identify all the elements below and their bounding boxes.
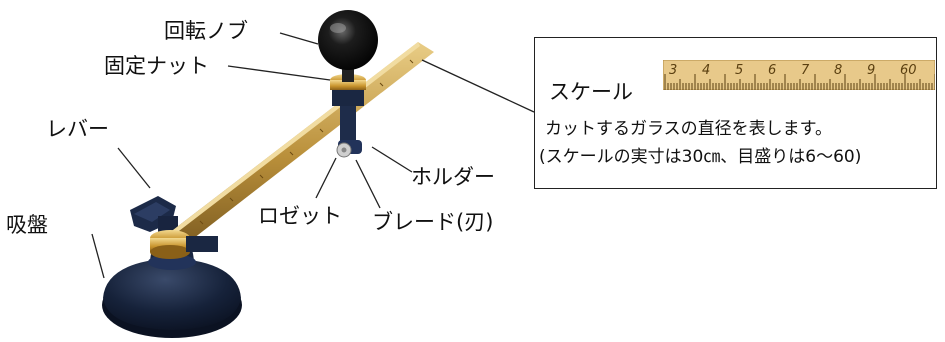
label-fixing-nut: 固定ナット [104,54,209,78]
lever [130,196,178,236]
leader-lines [91,32,535,279]
label-rosette: ロゼット [258,204,342,228]
ruler-number: 5 [735,63,743,78]
ruler-number: 60 [900,63,917,78]
rotary-knob [318,10,378,82]
ruler-number: 6 [768,63,776,78]
base-collar [150,230,218,259]
ruler-number: 8 [834,63,842,78]
label-blade: ブレード(刃) [372,210,494,234]
label-rotary-knob: 回転ノブ [164,19,248,43]
scale-callout-box: 3 4 5 6 7 8 9 60 スケール カットするガラスの直径を表します。 (スケールの実… [534,37,937,189]
ruler-number: 9 [867,63,875,78]
scale-title: スケール [549,80,633,104]
ruler-number: 4 [702,63,710,78]
holder-assembly [330,74,366,158]
ruler-image: 3 4 5 6 7 8 9 60 [663,60,935,90]
label-holder: ホルダー [411,165,495,189]
label-suction-cup: 吸盤 [6,213,48,237]
ruler-number: 3 [669,63,677,78]
scale-description: カットするガラスの直径を表します。 [545,119,832,139]
scale-note: (スケールの実寸は30㎝、目盛りは6〜60) [539,147,862,167]
ruler-number: 7 [801,63,810,78]
label-lever: レバー [46,117,109,141]
